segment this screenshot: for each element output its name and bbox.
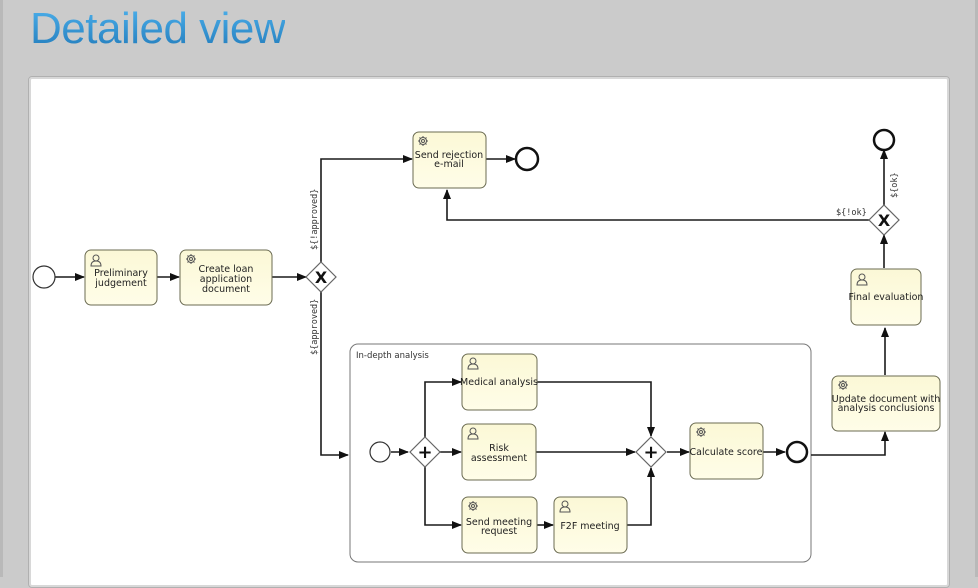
condition-approved-not: ${!approved}: [310, 189, 320, 250]
task-create-loan-document[interactable]: Create loan application document: [179, 249, 273, 306]
task-medical-analysis[interactable]: Medical analysis: [460, 353, 538, 411]
gateway-x-icon: X: [315, 268, 328, 287]
task-send-meeting-request[interactable]: Send meeting request: [461, 496, 538, 554]
gateway-plus-icon: +: [417, 442, 432, 463]
page-title: Detailed view: [30, 4, 286, 53]
subprocess-label: In-depth analysis: [356, 351, 429, 361]
flow-subprocess-to-update[interactable]: [811, 431, 889, 456]
sequence-flows: [55, 149, 889, 529]
gateway-fork[interactable]: +: [409, 436, 441, 468]
subprocess-start-event[interactable]: [369, 441, 391, 463]
task-send-rejection-email[interactable]: Send rejection e-mail: [412, 131, 487, 189]
gateway-x-icon: X: [878, 211, 891, 230]
svg-text:Send meeting: Send meeting: [466, 517, 532, 528]
svg-text:judgement: judgement: [94, 278, 147, 289]
svg-text:Update document with: Update document with: [832, 394, 941, 405]
gateway-approval[interactable]: X: [305, 261, 337, 293]
task-final-evaluation[interactable]: Final evaluation: [849, 268, 924, 326]
svg-text:Medical analysis: Medical analysis: [460, 377, 538, 388]
task-calculate-score[interactable]: Calculate score: [689, 422, 764, 480]
svg-text:Final evaluation: Final evaluation: [849, 292, 924, 303]
task-f2f-meeting[interactable]: F2F meeting: [553, 496, 628, 554]
flow-final-gateway-to-rejection[interactable]: [443, 189, 869, 221]
svg-text:F2F meeting: F2F meeting: [560, 521, 619, 532]
task-risk-assessment[interactable]: Risk assessment: [461, 423, 537, 481]
window-border-right: [975, 0, 978, 577]
condition-approved: ${approved}: [310, 299, 320, 355]
flow-fork-to-medical[interactable]: [424, 378, 462, 437]
svg-text:document: document: [202, 284, 250, 295]
end-event-approved[interactable]: [872, 128, 896, 152]
svg-text:Send rejection: Send rejection: [415, 150, 483, 161]
svg-text:application: application: [200, 274, 252, 285]
gateway-final[interactable]: X: [868, 204, 900, 236]
svg-text:Risk: Risk: [489, 443, 509, 454]
window-border-left: [0, 0, 3, 577]
subprocess-end-event[interactable]: [785, 440, 809, 464]
task-update-document[interactable]: Update document with analysis conclusion…: [831, 375, 941, 432]
task-preliminary-judgement[interactable]: Preliminary judgement: [84, 249, 158, 306]
flow-gateway-to-subprocess[interactable]: [320, 292, 349, 459]
subprocess-in-depth-analysis[interactable]: In-depth analysis: [349, 343, 812, 563]
gateway-plus-icon: +: [643, 442, 658, 463]
start-event[interactable]: [32, 265, 56, 289]
flow-gateway-to-rejection[interactable]: [320, 155, 413, 262]
svg-text:Create loan: Create loan: [199, 264, 254, 275]
svg-text:assessment: assessment: [471, 453, 528, 464]
flow-fork-to-meeting-req[interactable]: [424, 467, 462, 529]
svg-text:e-mail: e-mail: [434, 159, 464, 170]
flow-medical-to-join[interactable]: [537, 381, 655, 437]
svg-text:analysis conclusions: analysis conclusions: [838, 403, 935, 414]
svg-text:Preliminary: Preliminary: [94, 268, 148, 279]
gateway-join[interactable]: +: [635, 436, 667, 468]
end-event-rejection[interactable]: [514, 146, 540, 172]
svg-text:Calculate score: Calculate score: [690, 447, 763, 458]
svg-text:request: request: [481, 526, 517, 537]
condition-not-ok: ${!ok}: [836, 208, 867, 218]
flow-f2f-to-join[interactable]: [627, 467, 655, 526]
condition-ok: ${ok}: [890, 172, 900, 198]
